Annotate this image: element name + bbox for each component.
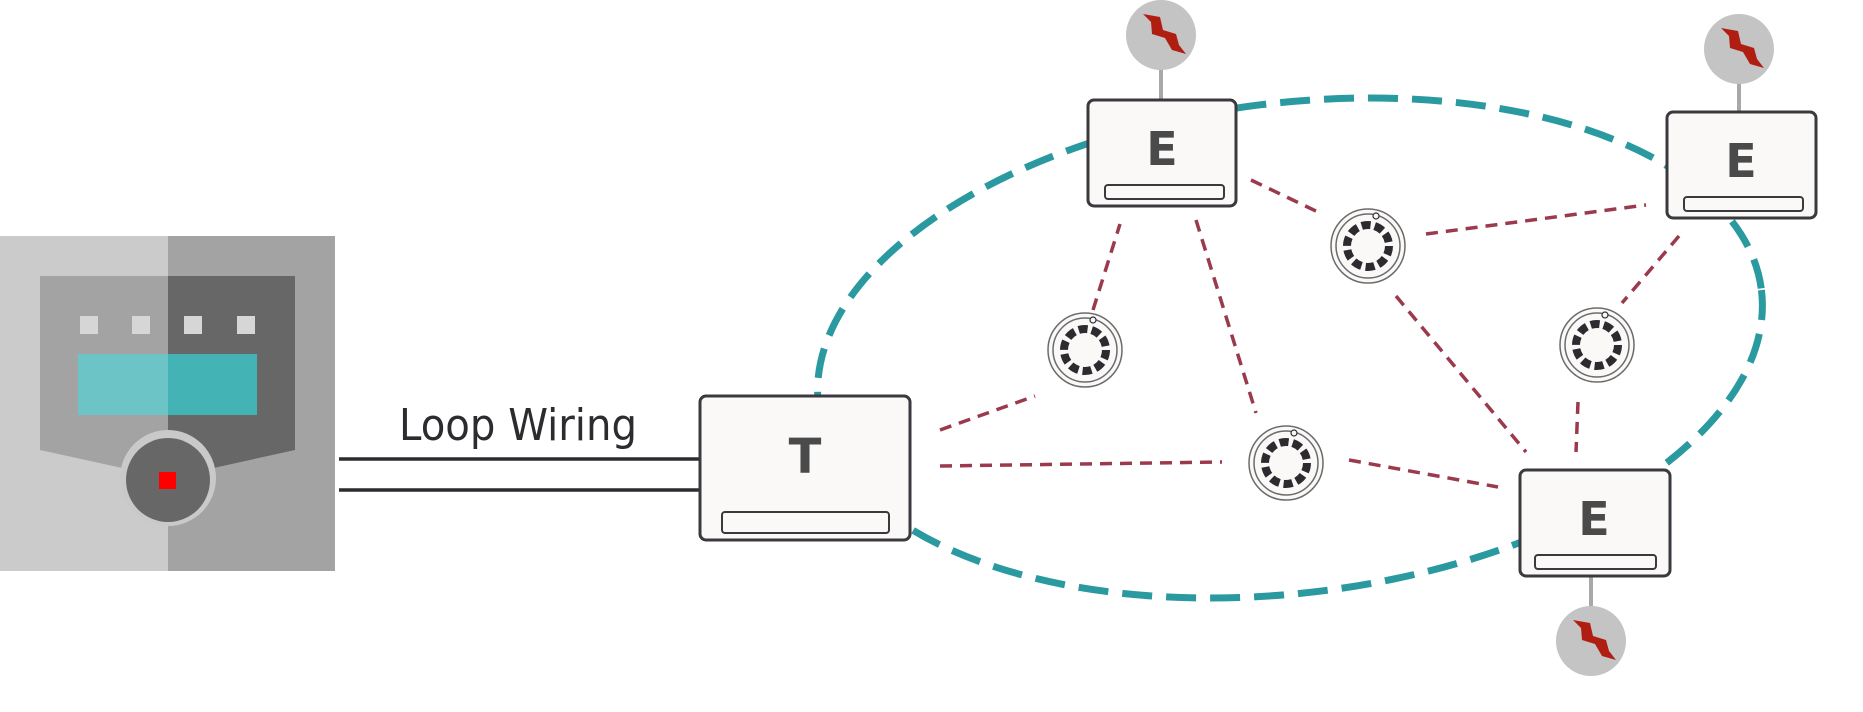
translator-module: T — [698, 394, 912, 542]
lightning-bolt-icon — [1721, 28, 1764, 68]
mesh-links — [939, 178, 1681, 489]
loop-wiring-label: Loop Wiring — [399, 400, 637, 451]
mesh-link — [1091, 223, 1122, 311]
fire-alarm-control-panel-icon — [0, 236, 335, 571]
loop-wiring — [339, 457, 700, 492]
expander-letter: E — [1725, 134, 1756, 188]
smoke-detector-icon — [1330, 208, 1406, 284]
mesh-link — [1348, 458, 1499, 489]
mesh-link — [1620, 234, 1681, 305]
expander-module: E — [1665, 14, 1818, 220]
mesh-link — [939, 394, 1036, 432]
expander-module: E — [1086, 0, 1238, 208]
expander-letter: E — [1146, 122, 1177, 176]
mesh-link — [1425, 203, 1647, 236]
mesh-link — [939, 460, 1223, 468]
lightning-bolt-icon — [1143, 14, 1186, 54]
mesh-link — [1194, 219, 1258, 414]
smoke-detector-icon — [1047, 312, 1123, 388]
expander-module: E — [1518, 468, 1672, 676]
mesh-link — [1574, 401, 1580, 453]
mesh-link — [1394, 294, 1528, 454]
smoke-detector-icon — [1248, 425, 1324, 501]
lightning-bolt-icon — [1573, 620, 1616, 660]
detectors — [1047, 208, 1635, 501]
translator-letter: T — [789, 429, 822, 485]
expander-letter: E — [1578, 492, 1609, 546]
smoke-detector-icon — [1559, 307, 1635, 383]
mesh-link — [1250, 178, 1319, 214]
